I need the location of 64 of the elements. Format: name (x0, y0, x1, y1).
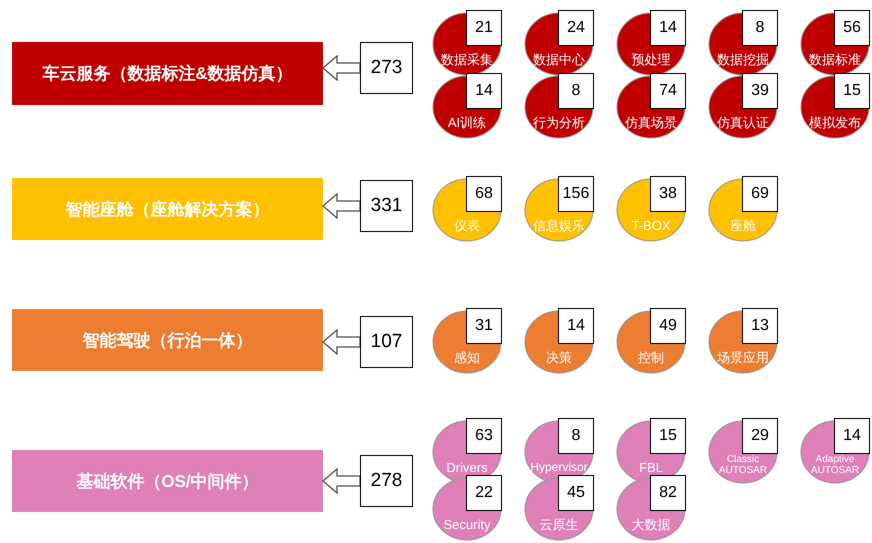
circle-label: FBL (638, 461, 664, 474)
category-box: 车云服务（数据标注&数据仿真） (12, 42, 323, 105)
circle-label: 大数据 (630, 518, 672, 531)
count-box: 331 (360, 180, 413, 232)
number-box: 14 (834, 418, 870, 454)
block-arrow (322, 54, 361, 82)
number-box: 8 (558, 73, 594, 109)
circle-label: 数据挖掘 (716, 53, 770, 66)
circle-label: 数据中心 (532, 53, 586, 66)
number-box: 82 (650, 475, 686, 511)
circle-label: 仪表 (453, 219, 481, 232)
circle-label: 云原生 (538, 518, 580, 531)
number-box: 22 (466, 475, 502, 511)
number-box: 56 (834, 10, 870, 46)
circle-label: AI训练 (446, 116, 488, 129)
number-box: 68 (466, 176, 502, 212)
number-box: 156 (558, 176, 594, 212)
circle-label: 行为分析 (532, 116, 586, 129)
count-box: 107 (360, 316, 413, 368)
category-box: 智能驾驶（行泊一体） (12, 309, 323, 371)
circle-label: Drivers (445, 461, 489, 474)
number-box: 49 (650, 308, 686, 344)
number-box: 14 (558, 308, 594, 344)
category-box: 智能座舱（座舱解决方案） (12, 178, 323, 240)
number-box: 29 (742, 418, 778, 454)
circle-label: 数据标准 (808, 53, 862, 66)
number-box: 8 (742, 10, 778, 46)
number-box: 39 (742, 73, 778, 109)
circle-label: Adaptive AUTOSAR (810, 454, 860, 476)
circle-label: T-BOX (630, 219, 672, 232)
number-box: 74 (650, 73, 686, 109)
number-box: 45 (558, 475, 594, 511)
block-arrow (322, 468, 361, 494)
number-box: 38 (650, 176, 686, 212)
circle-label: 座舱 (729, 219, 757, 232)
number-box: 15 (650, 418, 686, 454)
circle-label: 数据采集 (440, 53, 494, 66)
number-box: 69 (742, 176, 778, 212)
count-box: 273 (360, 42, 413, 94)
number-box: 31 (466, 308, 502, 344)
circle-label: 场景应用 (716, 351, 770, 364)
count-box: 278 (360, 455, 413, 507)
circle-label: 仿真场景 (624, 116, 678, 129)
number-box: 8 (558, 418, 594, 454)
number-box: 21 (466, 10, 502, 46)
circle-label: 决策 (545, 351, 573, 364)
number-box: 14 (650, 10, 686, 46)
number-box: 63 (466, 418, 502, 454)
category-box: 基础软件（OS/中间件） (12, 450, 323, 512)
circle-label: Hypervisor (529, 461, 589, 474)
circle-label: 控制 (637, 351, 665, 364)
number-box: 14 (466, 73, 502, 109)
block-arrow (322, 328, 361, 356)
number-box: 24 (558, 10, 594, 46)
circle-label: Security (442, 518, 492, 531)
circle-label: 信息娱乐 (532, 219, 586, 232)
circle-label: 模拟发布 (808, 116, 862, 129)
circle-label: 仿真认证 (716, 116, 770, 129)
circle-label: Classic AUTOSAR (718, 454, 768, 476)
circle-label: 感知 (453, 351, 481, 364)
circle-label: 预处理 (630, 53, 672, 66)
block-arrow (322, 192, 361, 220)
number-box: 15 (834, 73, 870, 109)
number-box: 13 (742, 308, 778, 344)
